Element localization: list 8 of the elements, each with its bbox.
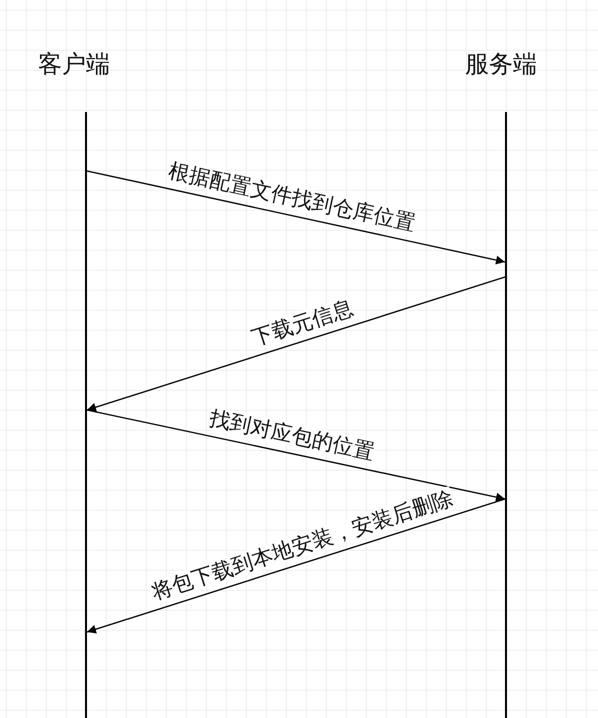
- arrow: [86, 498, 506, 634]
- arrow: [86, 170, 506, 264]
- lifeline: [505, 112, 507, 718]
- arrow: [86, 409, 506, 502]
- arrow: [86, 276, 506, 412]
- lifeline-label: 服务端: [465, 50, 537, 79]
- lifeline-label: 客户端: [38, 50, 110, 79]
- lifeline: [85, 112, 87, 718]
